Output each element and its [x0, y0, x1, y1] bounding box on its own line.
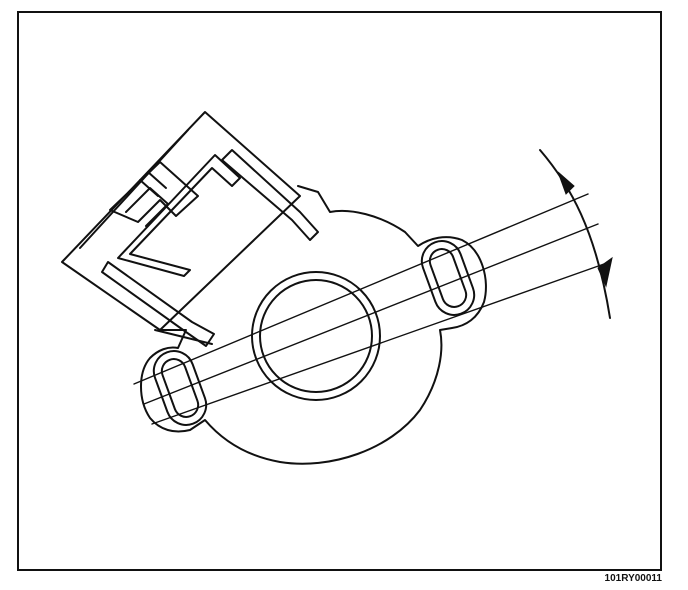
- center-bore: [251, 271, 381, 401]
- sensor-body: [140, 185, 487, 465]
- mounting-slot-left: [152, 350, 208, 426]
- arrow-head-upper: [557, 171, 575, 195]
- arrow-head-lower: [597, 256, 613, 288]
- connector-housing: [61, 111, 319, 347]
- angle-reference-lines: [133, 193, 605, 425]
- adjustment-arc: [539, 149, 613, 319]
- border-frame: [17, 11, 662, 571]
- figure-reference-code: 101RY00011: [604, 573, 662, 584]
- mounting-slot-right: [420, 240, 476, 316]
